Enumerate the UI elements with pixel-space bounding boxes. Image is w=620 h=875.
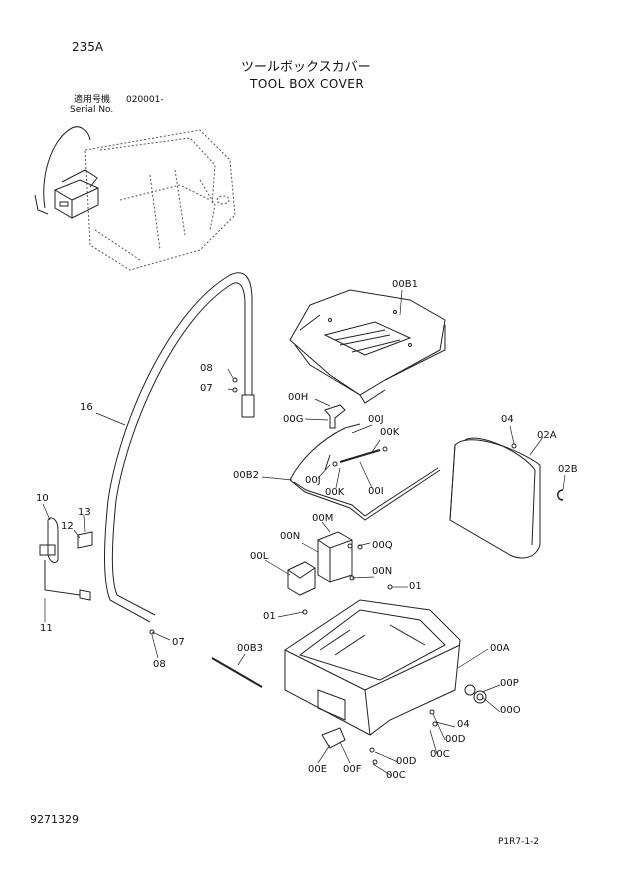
- inset-tool-box: [54, 169, 99, 219]
- callout-00J-lower: 00J: [305, 475, 321, 486]
- title-japanese: ツールボックスカバー: [241, 60, 371, 75]
- callout-00K: 00K: [380, 427, 400, 438]
- bracket-00M: [317, 531, 353, 583]
- callout-12: 12: [61, 521, 74, 532]
- box-00L: [287, 561, 316, 596]
- callout-04-lower: 04: [457, 719, 470, 730]
- callout-00M: 00M: [312, 513, 334, 524]
- callout-00A: 00A: [490, 643, 510, 654]
- callout-13: 13: [78, 507, 91, 518]
- cover-00B1: [289, 289, 446, 404]
- page-number: 235A: [72, 40, 104, 54]
- callout-00L: 00L: [250, 551, 269, 562]
- callout-08: 08: [200, 363, 213, 374]
- callout-00D-lower: 00D: [396, 756, 417, 767]
- callout-07-lower: 07: [172, 637, 185, 648]
- page-code: P1R7-1-2: [498, 837, 540, 847]
- serial-label-english: Serial No.: [70, 105, 114, 115]
- callout-00B1: 00B1: [392, 279, 418, 290]
- serial-label-japanese: 適用号機: [74, 95, 111, 105]
- callout-00I: 00I: [368, 486, 384, 497]
- callout-08-lower: 08: [153, 659, 166, 670]
- callout-01-lower: 01: [263, 611, 276, 622]
- hose-16: [104, 272, 255, 623]
- callout-02B: 02B: [558, 464, 578, 475]
- callout-11: 11: [40, 623, 53, 634]
- callout-00F: 00F: [343, 764, 362, 775]
- callout-00J: 00J: [368, 414, 384, 425]
- callout-00B2: 00B2: [233, 470, 259, 481]
- callout-00K-lower: 00K: [325, 487, 345, 498]
- callout-00G: 00G: [283, 414, 304, 425]
- machine-inset-sketch: [84, 129, 236, 271]
- callout-00H: 00H: [288, 392, 309, 403]
- seal-00B2: [289, 423, 441, 521]
- document-number: 9271329: [30, 813, 79, 826]
- callout-02A: 02A: [537, 430, 557, 441]
- callout-00C: 00C: [430, 749, 450, 760]
- callout-01: 01: [409, 581, 422, 592]
- tool-box-00A: [284, 599, 461, 736]
- callout-00B3: 00B3: [237, 643, 263, 654]
- callout-00N-lower: 00N: [372, 566, 393, 577]
- callout-00N: 00N: [280, 531, 301, 542]
- callout-07: 07: [200, 383, 213, 394]
- serial-range: 020001-: [126, 95, 164, 105]
- callout-10: 10: [36, 493, 49, 504]
- callout-04: 04: [501, 414, 514, 425]
- callout-00O: 00O: [500, 705, 521, 716]
- callout-00D: 00D: [445, 734, 466, 745]
- callout-00P: 00P: [500, 678, 519, 689]
- side-cover-02A: [449, 437, 541, 559]
- title-english: TOOL BOX COVER: [250, 77, 365, 91]
- callout-00Q: 00Q: [372, 540, 393, 551]
- inset-cable: [43, 126, 91, 209]
- callout-00C-lower: 00C: [386, 770, 406, 781]
- callout-00E: 00E: [308, 764, 328, 775]
- leader-lines: [42, 289, 566, 777]
- callout-16: 16: [80, 402, 93, 413]
